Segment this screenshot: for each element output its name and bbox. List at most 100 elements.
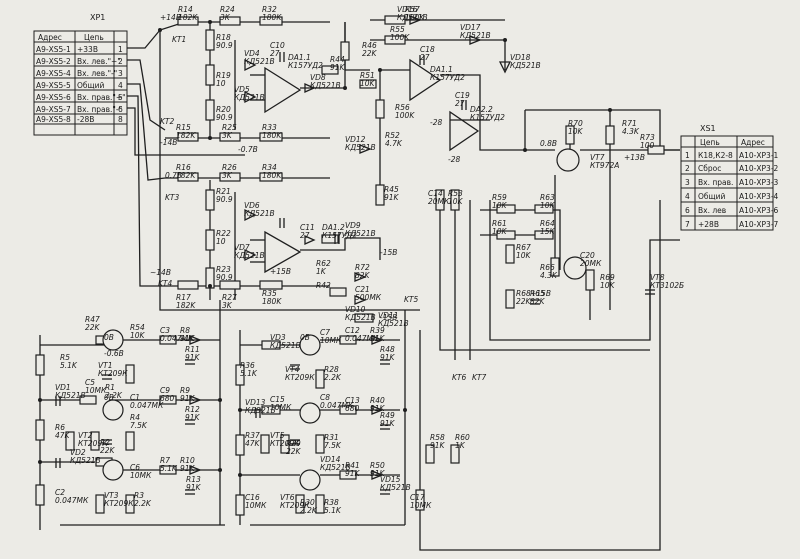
xp1-header-addr: Адрес bbox=[38, 33, 62, 42]
value-r67: 10K bbox=[516, 251, 532, 260]
value-vd1: КД521В bbox=[55, 391, 86, 400]
xs1-row-net: +28В bbox=[698, 220, 719, 229]
value-r70: 10K bbox=[568, 127, 584, 136]
value-r14: 182K bbox=[178, 13, 198, 22]
value-vd11: КД521В bbox=[378, 319, 409, 328]
xp1-row-net: -28В bbox=[77, 115, 94, 124]
xs1-row-addr: А10-XP3-6 bbox=[739, 206, 779, 215]
value-r22: 10 bbox=[216, 237, 226, 246]
designator-vd3: VD3 bbox=[270, 333, 286, 342]
designator-c16: C16 bbox=[245, 493, 260, 502]
xp1-row-addr: А9-XS5-6 bbox=[36, 93, 71, 102]
value-r48: 91K bbox=[380, 353, 396, 362]
designator-r46: R46 bbox=[362, 41, 377, 50]
xs1-row-net: Вх. прав. bbox=[698, 178, 733, 187]
test-point-kt1: KT1 bbox=[172, 35, 186, 44]
designator-c6: C6 bbox=[130, 463, 140, 472]
designator-c19: C19 bbox=[455, 91, 470, 100]
designator-r37: R37 bbox=[245, 431, 260, 440]
designator-r28: R28 bbox=[324, 365, 339, 374]
value-r52: 4.7K bbox=[385, 139, 403, 148]
value-r16: 182K bbox=[176, 171, 196, 180]
designator-r22: R22 bbox=[216, 229, 231, 238]
designator-r33: R33 bbox=[262, 123, 277, 132]
test-point-kt2: KT2 bbox=[160, 117, 174, 126]
designator-r65: R65 bbox=[530, 289, 545, 298]
value-vd3: КД521В bbox=[270, 341, 301, 350]
value-r62: 1K bbox=[316, 267, 327, 276]
value-r24: 3K bbox=[220, 13, 231, 22]
xp1-row-net: Вх. прав."+" bbox=[77, 93, 126, 102]
designator-c3: C3 bbox=[160, 326, 170, 335]
value-vt3: КТ209К bbox=[104, 499, 134, 508]
designator-r11: R11 bbox=[185, 345, 200, 354]
designator-r9: R9 bbox=[180, 386, 190, 395]
designator-r26: R26 bbox=[222, 163, 237, 172]
value-r65: 82K bbox=[530, 297, 546, 306]
designator-r23: R23 bbox=[216, 265, 231, 274]
test-point-kt5: KT5 bbox=[404, 295, 418, 304]
value-c7: 10МК bbox=[320, 336, 342, 345]
designator-r60: R60 bbox=[455, 433, 470, 442]
value-r44: 91K bbox=[330, 63, 346, 72]
voltage-label: 0.8В bbox=[540, 139, 557, 148]
value-c11: 27 bbox=[300, 231, 310, 240]
value-r56: 100K bbox=[395, 111, 415, 120]
designator-vd11: VD11 bbox=[378, 311, 398, 320]
designator-vd6: VD6 bbox=[244, 201, 260, 210]
value-vd18: КД521В bbox=[510, 61, 541, 70]
value-r2: 22K bbox=[100, 446, 116, 455]
designator-c7: C7 bbox=[320, 328, 330, 337]
designator-r57: R57 bbox=[405, 5, 420, 14]
designator-vd2: VD2 bbox=[70, 448, 86, 457]
designator-c10: C10 bbox=[270, 41, 285, 50]
value-r50: 91K bbox=[370, 469, 386, 478]
value-r33: 180K bbox=[262, 131, 282, 140]
designator-vt8: VT8 bbox=[650, 273, 665, 282]
designator-r4: R4 bbox=[130, 413, 140, 422]
xp1-row-net: Вх. лев."-" bbox=[77, 69, 117, 78]
xs1-row-addr: А10-XP3-2 bbox=[739, 164, 779, 173]
component-labels: R14182KR243KR32180KR1890.9R1910R2090.9R1… bbox=[0, 0, 684, 515]
value-r41: 91K bbox=[345, 469, 361, 478]
test-point-kt7: KT7 bbox=[472, 373, 486, 382]
value-c6: 10МК bbox=[130, 471, 152, 480]
xp1-row-addr: А9-XS5-8 bbox=[36, 115, 71, 124]
value-r63: 10K bbox=[540, 201, 556, 210]
xs1-row-net: К18,К2-8 bbox=[698, 151, 733, 160]
xp1-row-addr: А9-XS5-5 bbox=[36, 81, 71, 90]
value-vt4: КТ209К bbox=[285, 373, 315, 382]
value-vd8: КД521В bbox=[310, 81, 341, 90]
value-r7: 5.1K bbox=[160, 464, 178, 473]
xp1-row-pin: 2 bbox=[118, 57, 123, 66]
designator-vd18: VD18 bbox=[510, 53, 531, 62]
designator-vd8: VD8 bbox=[310, 73, 326, 82]
value-vd6: КД521В bbox=[244, 209, 275, 218]
value-vt2: КТ209К bbox=[78, 439, 108, 448]
xp1-row-pin: 6 bbox=[118, 105, 123, 114]
designator-c5: C5 bbox=[85, 378, 95, 387]
designator-c13: C13 bbox=[345, 396, 360, 405]
designator-vd13: VD13 bbox=[245, 398, 266, 407]
xp1-header-net: Цепь bbox=[84, 33, 104, 42]
xp1-row-net: Общий bbox=[77, 81, 104, 90]
designator-vt1: VT1 bbox=[98, 361, 112, 370]
designator-c8: C8 bbox=[320, 393, 330, 402]
designator-r73: R73 bbox=[640, 133, 655, 142]
voltage-label: -15В bbox=[380, 313, 397, 322]
designator-r63: R63 bbox=[540, 193, 555, 202]
value-vd5: КД521В bbox=[234, 93, 265, 102]
value-r8: 91K bbox=[180, 334, 196, 343]
designator-da1.1: DA1.1 bbox=[288, 53, 311, 62]
value-r40: 91K bbox=[370, 404, 386, 413]
designator-r7: R7 bbox=[160, 456, 170, 465]
designator-r12: R12 bbox=[185, 405, 200, 414]
designator-r1: R1 bbox=[105, 383, 115, 392]
designator-vt4: VT4 bbox=[285, 365, 300, 374]
designator-vt6: VT6 bbox=[280, 493, 295, 502]
xs1-row-pin: 1 bbox=[685, 151, 690, 160]
designator-vd16: VD16 bbox=[397, 5, 418, 14]
designator-r3: R3 bbox=[134, 491, 144, 500]
